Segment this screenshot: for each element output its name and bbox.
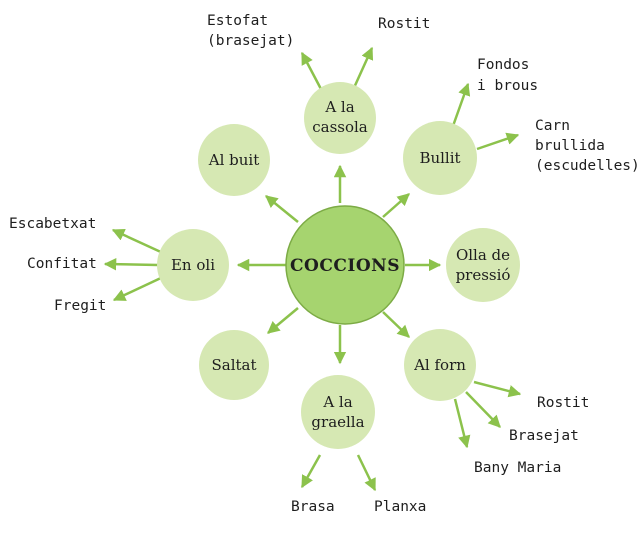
arrow-to-estofat: [300, 51, 324, 92]
leaf-bany-maria: Bany Maria: [474, 460, 561, 476]
node-al-forn: Al forn: [404, 329, 476, 401]
center-arrows: [236, 164, 442, 365]
node-circle: [403, 121, 477, 195]
arrow-to-brasa: [300, 454, 322, 489]
node-en-oli: En oli: [157, 229, 229, 301]
leaf-brasa: Brasa: [291, 499, 335, 515]
leaf-planxa: Planxa: [374, 499, 426, 515]
leaf-rostit-cassola: Rostit: [378, 16, 430, 32]
leaf-estofat-line1: Estofat: [207, 13, 268, 29]
center-label: COCCIONS: [290, 256, 400, 276]
leaf-confitat: Confitat: [27, 256, 97, 272]
center-node: COCCIONS: [285, 205, 405, 325]
arrow-to-al-buit: [265, 195, 299, 223]
arrow-to-al-forn: [382, 311, 410, 338]
arrow-to-fregit: [112, 275, 164, 302]
node-label: Al forn: [413, 356, 466, 374]
node-circle: [198, 124, 270, 196]
leaf-estofat-line2: (brasejat): [207, 33, 294, 49]
leaf-arrows: [103, 46, 522, 492]
node-al-buit: Al buit: [198, 124, 270, 196]
arrow-to-confitat: [103, 257, 159, 271]
node-circle: [446, 228, 520, 302]
node-circle: [304, 82, 376, 154]
node-label-line2: graella: [311, 413, 364, 431]
node-label: Bullit: [419, 149, 460, 167]
node-label-line1: A la: [324, 98, 354, 116]
node-label: Al buit: [208, 151, 260, 169]
leaf-carn-bullida-line3: (escudelles): [535, 158, 640, 174]
leaf-carn-bullida-line2: brullida: [535, 138, 605, 154]
leaf-escabetxat: Escabetxat: [9, 216, 96, 232]
arrow-to-rostit-forn: [473, 380, 522, 398]
node-label-line2: cassola: [312, 118, 368, 136]
leaf-carn-bullida-line1: Carn: [535, 118, 570, 134]
node-label: En oli: [171, 256, 215, 274]
node-label-line2: pressió: [456, 266, 511, 284]
arrow-to-fondos: [451, 82, 471, 127]
node-label: Saltat: [211, 356, 256, 374]
leaf-brasejat: Brasejat: [509, 428, 579, 444]
arrow-to-saltat: [267, 307, 299, 334]
center-circle: [285, 205, 405, 325]
node-circle: [301, 375, 375, 449]
leaf-fregit: Fregit: [54, 298, 106, 314]
node-olla-de-pressio: Olla de pressió: [446, 228, 520, 302]
node-a-la-graella: A la graella: [301, 375, 375, 449]
leaf-fondos-line1: Fondos: [477, 57, 529, 73]
arrow-to-bany-maria: [453, 398, 471, 449]
arrow-to-planxa: [356, 454, 377, 492]
arrow-to-brasejat: [465, 391, 501, 428]
arrow-to-carn-bullida: [476, 132, 520, 151]
node-label-line1: Olla de: [456, 246, 510, 264]
node-saltat: Saltat: [199, 330, 269, 400]
node-circle: [157, 229, 229, 301]
arrow-to-escabetxat: [111, 228, 164, 255]
arrow-to-rostit-cassola: [351, 46, 374, 91]
node-circle: [404, 329, 476, 401]
node-circle: [199, 330, 269, 400]
leaf-fondos-line2: i brous: [477, 78, 538, 94]
node-a-la-cassola: A la cassola: [304, 82, 376, 154]
leaf-labels: Estofat (brasejat) Rostit Fondos i brous…: [9, 13, 640, 515]
leaf-rostit-forn: Rostit: [537, 395, 589, 411]
arrow-to-bullit: [382, 193, 410, 218]
node-label-line1: A la: [322, 393, 352, 411]
node-bullit: Bullit: [403, 121, 477, 195]
